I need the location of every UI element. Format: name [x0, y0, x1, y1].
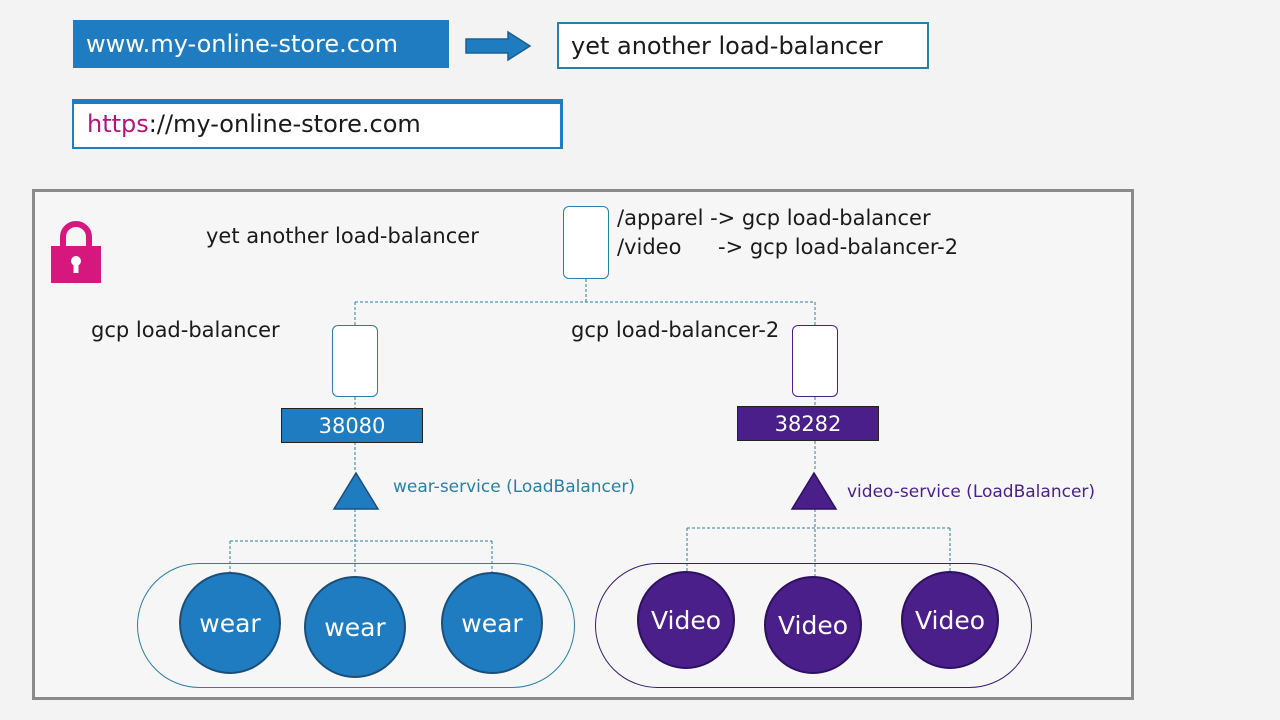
left-port-box: 38080: [281, 408, 423, 443]
wear-pod: wear: [441, 572, 543, 674]
top-lb-node: [563, 206, 609, 279]
video-service-label: video-service (LoadBalancer): [847, 482, 1096, 502]
video-pod: Video: [637, 571, 735, 669]
domain-text: www.my-online-store.com: [86, 30, 399, 58]
https-url-box: https://my-online-store.com: [72, 99, 563, 149]
video-pod: Video: [901, 571, 999, 669]
target-lb-box: yet another load-balancer: [557, 22, 929, 69]
wear-service-label: wear-service (LoadBalancer): [393, 477, 635, 497]
lock-icon: [51, 221, 101, 283]
rule-video-target: -> gcp load-balancer-2: [718, 235, 959, 259]
right-lb-label: gcp load-balancer-2: [571, 318, 780, 342]
rule-video-path: /video: [617, 235, 682, 259]
left-port-text: 38080: [318, 413, 386, 438]
domain-box: www.my-online-store.com: [73, 20, 449, 68]
rule-apparel: /apparel -> gcp load-balancer: [617, 206, 931, 230]
https-url-rest: ://my-online-store.com: [148, 110, 421, 138]
target-lb-text: yet another load-balancer: [571, 31, 883, 60]
video-pod: Video: [764, 576, 862, 674]
top-lb-label: yet another load-balancer: [206, 224, 479, 248]
right-arrow-icon: [465, 30, 532, 62]
left-lb-node: [332, 325, 378, 397]
right-lb-node: [792, 325, 838, 397]
video-pod-group: [595, 563, 1032, 688]
left-lb-label: gcp load-balancer: [91, 318, 280, 342]
wear-pod-group: [137, 563, 575, 688]
right-port-box: 38282: [737, 406, 879, 441]
wear-pod: wear: [304, 576, 406, 678]
right-port-text: 38282: [774, 411, 842, 436]
wear-service-triangle-icon: [332, 471, 380, 510]
video-service-triangle-icon: [790, 471, 838, 510]
https-scheme: https: [87, 110, 149, 138]
wear-pod: wear: [179, 572, 281, 674]
